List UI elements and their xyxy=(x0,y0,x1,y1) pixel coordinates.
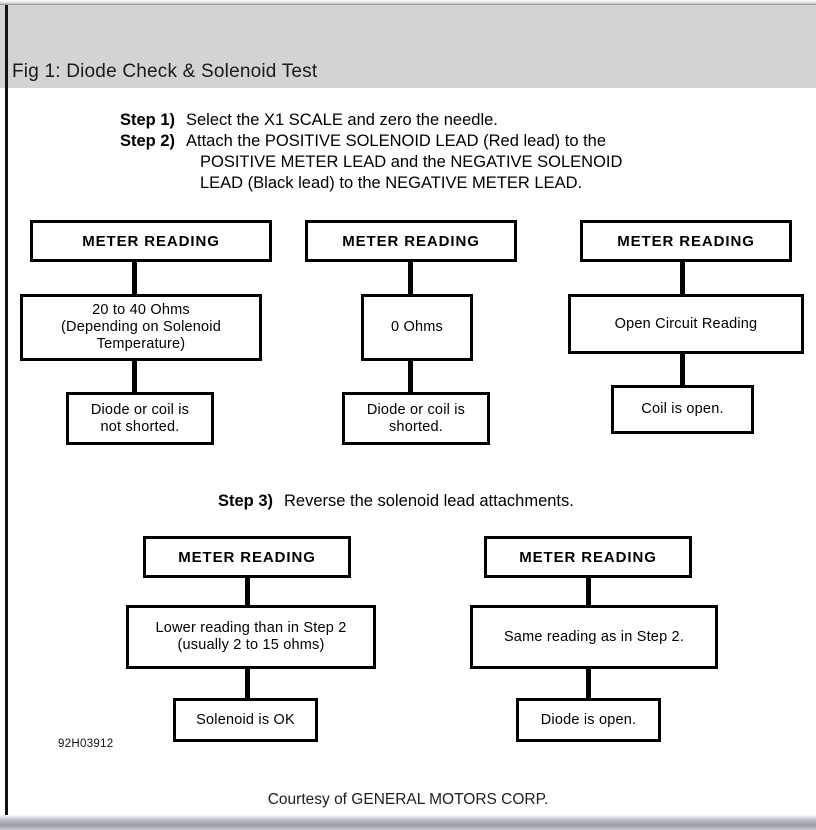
step-2: Step 2) Attach the POSITIVE SOLENOID LEAD… xyxy=(120,131,740,194)
r2c2-result-line-1: Diode is open. xyxy=(540,711,637,728)
r2c1-result-box: Solenoid is OK xyxy=(173,698,318,742)
r2c1-connector-bottom xyxy=(245,669,250,700)
r1c2-meter-reading-box: METER READING xyxy=(305,220,517,262)
r1c2-header-text: METER READING xyxy=(342,232,480,250)
step-3: Step 3) Reverse the solenoid lead attachm… xyxy=(218,492,574,511)
step-3-label: Step 3) xyxy=(218,492,274,510)
r1c2-result-box: Diode or coil is shorted. xyxy=(342,392,490,445)
r1c2-body-box-real: 0 Ohms xyxy=(361,294,473,361)
r2c2-header-text: METER READING xyxy=(519,548,657,566)
r1c1-result-box: Diode or coil is not shorted. xyxy=(66,392,214,445)
r1c3-header-text: METER READING xyxy=(617,232,755,250)
r1c2-result-line-2: shorted. xyxy=(388,418,443,435)
step-2-text-line-1: Attach the POSITIVE SOLENOID LEAD (Red l… xyxy=(186,132,607,150)
r2c2-body-box: Same reading as in Step 2. xyxy=(470,605,718,669)
page-title: Fig 1: Diode Check & Solenoid Test xyxy=(12,61,318,82)
r1c1-meter-reading-box: METER READING xyxy=(30,220,272,262)
r2c1-connector-top xyxy=(245,578,250,607)
r1c2-connector-top xyxy=(408,262,413,296)
step-1-label: Step 1) xyxy=(120,111,176,129)
r1c1-result-line-2: not shorted. xyxy=(100,418,180,435)
r1c1-connector-bottom xyxy=(132,361,137,394)
step-2-label: Step 2) xyxy=(120,132,176,150)
window-top-edge xyxy=(0,0,816,5)
r1c3-connector-bottom xyxy=(680,354,685,387)
r2c1-result-line-1: Solenoid is OK xyxy=(196,711,295,728)
r1c1-header-text: METER READING xyxy=(82,232,220,250)
figure-canvas: Step 1) Select the X1 SCALE and zero the … xyxy=(8,88,816,788)
r1c2-result-line-1: Diode or coil is xyxy=(366,401,466,418)
r1c3-body-box: Open Circuit Reading xyxy=(568,294,804,354)
r1c2-connector-bottom xyxy=(408,361,413,394)
r1c3-result-line-1: Coil is open. xyxy=(641,401,724,417)
figure-header-band: Fig 1: Diode Check & Solenoid Test xyxy=(0,5,816,88)
window-bottom-edge xyxy=(0,815,816,830)
r1c3-result-box: Coil is open. xyxy=(611,385,754,434)
r1c3-meter-reading-box: METER READING xyxy=(580,220,792,262)
r1c1-body-line-2: (Depending on Solenoid xyxy=(61,319,221,335)
r1c1-body-box: 20 to 40 Ohms (Depending on Solenoid Tem… xyxy=(20,294,262,361)
r2c2-connector-top xyxy=(586,578,591,607)
r2c2-result-box: Diode is open. xyxy=(516,698,661,742)
left-border-rail xyxy=(5,5,8,815)
instruction-block: Step 1) Select the X1 SCALE and zero the … xyxy=(120,110,740,194)
step-3-text: Reverse the solenoid lead attachments. xyxy=(284,492,574,510)
r1c2-body-line-1: 0 Ohms xyxy=(391,319,443,335)
courtesy-credit: Courtesy of GENERAL MOTORS CORP. xyxy=(267,791,549,808)
r2c2-connector-bottom xyxy=(586,669,591,700)
figure-reference-code: 92H03912 xyxy=(58,738,114,750)
step-1: Step 1) Select the X1 SCALE and zero the … xyxy=(120,110,740,131)
r2c1-body-line-1: Lower reading than in Step 2 xyxy=(155,620,347,636)
r2c1-meter-reading-box: METER READING xyxy=(143,536,351,578)
step-2-text-line-2: POSITIVE METER LEAD and the NEGATIVE SOL… xyxy=(200,153,623,171)
r2c2-body-line-1: Same reading as in Step 2. xyxy=(503,628,685,645)
step-1-text: Select the X1 SCALE and zero the needle. xyxy=(186,111,498,129)
r2c1-body-box: Lower reading than in Step 2 (usually 2 … xyxy=(126,605,376,669)
r1c1-result-line-1: Diode or coil is xyxy=(90,401,190,418)
r1c3-connector-top xyxy=(680,262,685,296)
r1c3-body-line-1: Open Circuit Reading xyxy=(614,315,758,332)
r1c1-body-line-1: 20 to 40 Ohms xyxy=(92,302,190,318)
r2c2-meter-reading-box: METER READING xyxy=(484,536,692,578)
step-2-text-line-3: LEAD (Black lead) to the NEGATIVE METER … xyxy=(200,174,583,192)
r2c1-header-text: METER READING xyxy=(178,548,316,566)
r2c1-body-line-2: (usually 2 to 15 ohms) xyxy=(177,637,325,653)
r1c1-body-line-3: Temperature) xyxy=(96,336,186,352)
r1c1-connector-top xyxy=(132,262,137,296)
